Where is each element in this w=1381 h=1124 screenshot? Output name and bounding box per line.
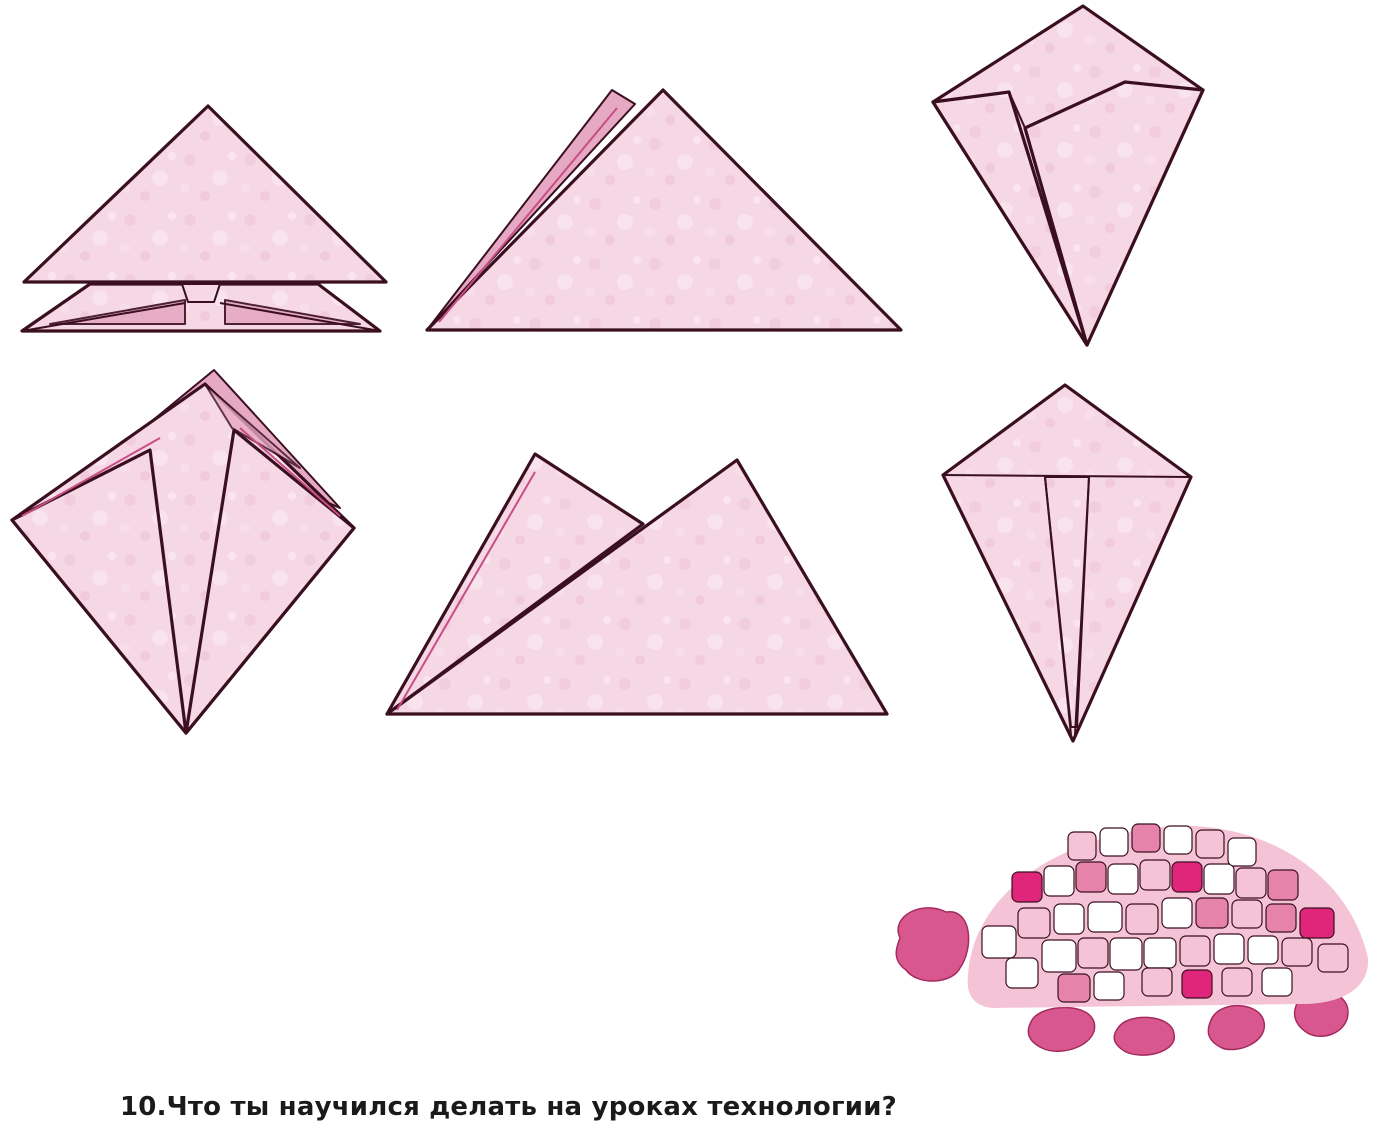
question-10: 10.Что ты научился делать на уроках техн… [120,1092,897,1122]
origami-step-3-drawing [905,0,1250,360]
origami-step-5 [375,432,900,750]
origami-step-2 [405,72,905,354]
origami-step-1 [0,88,405,358]
turtle-applique [882,808,1381,1066]
origami-step-4 [0,368,375,753]
origami-step-1-drawing [0,88,405,358]
origami-step-4-drawing [0,368,375,753]
turtle-applique-drawing [882,808,1381,1066]
origami-step-6-drawing [905,375,1205,755]
origami-step-6 [905,375,1205,755]
origami-step-2-drawing [405,72,905,354]
origami-step-5-drawing [375,432,900,750]
origami-step-3 [905,0,1250,360]
